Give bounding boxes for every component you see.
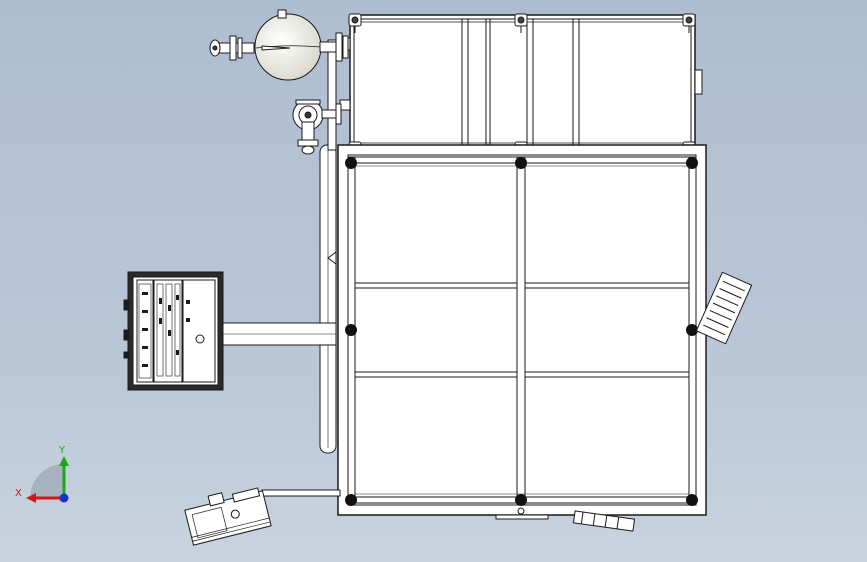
bottom-tray [572,510,636,532]
vertical-piping [319,39,337,454]
tilted-pump-unit [184,487,341,546]
z-axis-dot [59,493,69,503]
cabinet-support-arm [219,322,337,346]
bottom-bolt [517,507,525,515]
x-axis-label: X [15,488,22,499]
y-axis-label: Y [58,445,66,456]
coordinate-triad: Y X [15,445,69,503]
control-cabinet [123,271,224,391]
main-frame [337,144,707,520]
frame-joints [345,157,698,506]
spherical-tank [209,9,349,81]
tilted-side-unit [695,271,753,345]
upper-chamber [339,14,703,151]
cabinet-details [142,292,190,367]
valve-assembly [292,99,342,155]
